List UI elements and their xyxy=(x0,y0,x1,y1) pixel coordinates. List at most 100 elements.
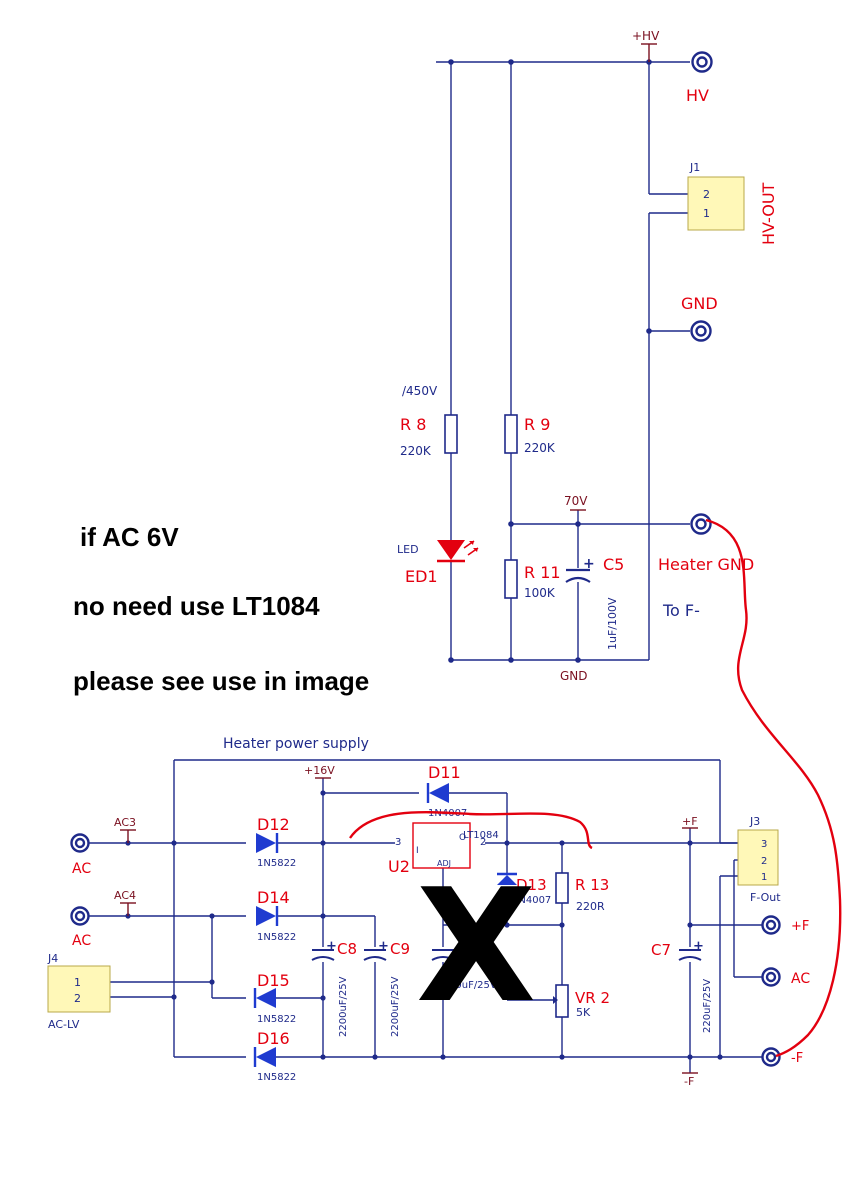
led-icon xyxy=(437,540,479,563)
cross-mark: X xyxy=(416,855,536,1037)
c9-capacitor xyxy=(363,949,387,961)
plus-hv-label: +HV xyxy=(632,29,660,43)
u2-ref: U2 xyxy=(388,857,410,876)
heater-wires xyxy=(88,759,763,1073)
j1-ref: J1 xyxy=(689,161,700,174)
hv-terminal-label: HV xyxy=(686,86,709,105)
r11-value: 100K xyxy=(524,586,556,600)
j4-ref: J4 xyxy=(47,952,58,965)
r9-ref: R 9 xyxy=(524,415,550,434)
c8-capacitor xyxy=(311,949,335,961)
c7-capacitor xyxy=(678,949,702,961)
r8-ref: R 8 xyxy=(400,415,426,434)
d15-diode-icon xyxy=(253,988,276,1008)
j1-name: HV-OUT xyxy=(759,182,778,245)
c5-value: 1uF/100V xyxy=(606,597,619,650)
d11-diode-icon xyxy=(426,783,449,803)
j1-pin2: 2 xyxy=(703,188,710,201)
hv-junctions xyxy=(448,59,652,663)
heater-gnd-terminal[interactable] xyxy=(690,513,712,535)
annotation-heater-gnd-to-minus-f xyxy=(705,518,842,1058)
u2-pin2: 2 xyxy=(480,837,486,848)
d12-value: 1N5822 xyxy=(257,858,296,869)
heater-gnd-label: Heater GND xyxy=(658,555,754,574)
ac-terminal-b[interactable] xyxy=(70,906,90,926)
vr2-value: 5K xyxy=(576,1006,591,1019)
c1-value: 10uF/25V xyxy=(449,980,497,991)
d13-ref: D13 xyxy=(516,876,547,894)
hv-terminal[interactable] xyxy=(691,51,713,73)
d13-diode-icon xyxy=(497,872,517,885)
d14-diode-icon xyxy=(256,906,279,926)
j4-pin2: 2 xyxy=(74,992,81,1005)
gnd-terminal-label: GND xyxy=(681,294,718,313)
u2-pin-o: O xyxy=(459,833,466,843)
out-minus-f-terminal[interactable] xyxy=(761,1047,781,1067)
vr2-potentiometer xyxy=(555,984,569,1018)
d13-value: 1N4007 xyxy=(512,895,551,906)
note-line-3: please see use in image xyxy=(73,666,369,696)
r13-resistor xyxy=(555,872,569,904)
vr2-ref: VR 2 xyxy=(575,989,610,1007)
out-ac-label: AC xyxy=(791,971,810,987)
r8-resistor xyxy=(444,414,458,454)
d16-diode-icon xyxy=(253,1047,276,1067)
svg-text:+: + xyxy=(693,939,704,954)
led-label: LED xyxy=(397,543,419,556)
c9-ref: C9 xyxy=(390,940,410,958)
c5-plus: + xyxy=(583,556,595,572)
hv-wires xyxy=(436,61,690,661)
ac-b-label: AC xyxy=(72,933,91,949)
u2-pin3: 3 xyxy=(395,837,401,848)
r9-value: 220K xyxy=(524,441,556,455)
j1-pin1: 1 xyxy=(703,207,710,220)
plus-f-label: +F xyxy=(682,815,698,828)
j3-ref: J3 xyxy=(749,815,760,828)
to-f-label: To F- xyxy=(662,601,700,620)
ac-terminal-a[interactable] xyxy=(70,833,90,853)
d15-ref: D15 xyxy=(257,971,290,990)
ac4-port xyxy=(120,902,136,916)
j3-name: F-Out xyxy=(750,891,781,904)
j4-connector xyxy=(47,965,111,1013)
d16-value: 1N5822 xyxy=(257,1072,296,1083)
heater-title: Heater power supply xyxy=(223,736,369,752)
r9-resistor xyxy=(504,414,518,454)
j3-pin1: 1 xyxy=(761,872,767,883)
r13-ref: R 13 xyxy=(575,876,609,894)
out-minus-f-label: -F xyxy=(791,1051,803,1066)
ac-a-label: AC xyxy=(72,861,91,877)
r11-ref: R 11 xyxy=(524,563,561,582)
c7-value: 220uF/25V xyxy=(702,979,713,1033)
r11-resistor xyxy=(504,559,518,599)
r8-value: 220K xyxy=(400,444,432,458)
svg-text:+: + xyxy=(326,939,337,954)
plus-hv-port xyxy=(641,43,657,62)
gnd-bottom-label: GND xyxy=(560,669,588,683)
d11-ref: D11 xyxy=(428,763,461,782)
ed1-ref: ED1 xyxy=(405,567,438,586)
svg-text:+: + xyxy=(378,939,389,954)
j3-pin2: 2 xyxy=(761,856,767,867)
j4-name: AC-LV xyxy=(48,1018,80,1031)
d14-value: 1N5822 xyxy=(257,932,296,943)
u2-pin-adj: ADJ xyxy=(437,859,451,868)
u2-pin-i: I xyxy=(416,846,419,856)
v70-label: 70V xyxy=(564,494,588,508)
c9-value: 2200uF/25V xyxy=(390,976,401,1037)
annotation-bypass-line xyxy=(349,811,593,850)
c5-capacitor xyxy=(565,568,591,583)
out-plus-f-terminal[interactable] xyxy=(761,915,781,935)
c1-capacitor xyxy=(431,949,455,961)
note-line-2: no need use LT1084 xyxy=(73,591,320,621)
ac3-label: AC3 xyxy=(114,816,136,829)
vr2-wiper-icon xyxy=(553,996,558,1004)
j3-connector xyxy=(737,829,779,886)
ac3-port xyxy=(120,829,136,843)
c5-ref: C5 xyxy=(603,555,624,574)
note-line-1: if AC 6V xyxy=(80,522,179,552)
out-ac-terminal[interactable] xyxy=(761,967,781,987)
gnd-terminal[interactable] xyxy=(690,320,712,342)
c8-value: 2200uF/25V xyxy=(338,976,349,1037)
